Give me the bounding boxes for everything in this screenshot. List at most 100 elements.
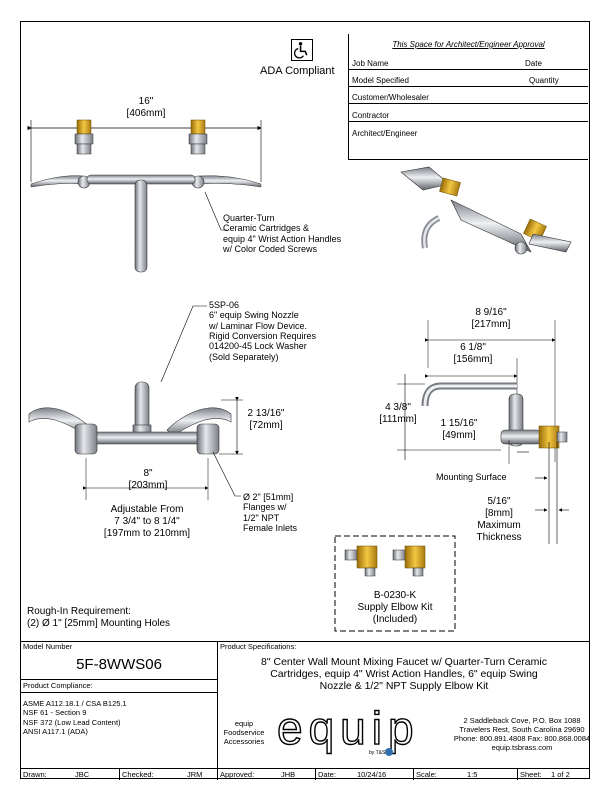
spec-line: 8" Center Wall Mount Mixing Faucet w/ Qu… — [261, 656, 547, 668]
address-line: Phone: 800.891.4808 Fax: 800.868.0084 — [453, 734, 591, 744]
sheet-value: 1 of 2 — [551, 770, 570, 779]
callout-line: 5SP-06 — [209, 300, 240, 310]
ada-label: ADA Compliant — [260, 65, 335, 77]
brand-tagline: equip Foodservice Accessories — [221, 719, 267, 746]
website-link[interactable]: equip.tsbrass.com — [491, 743, 553, 753]
equip-logo: equip by T&S — [271, 692, 451, 758]
top-width-in: 16" — [138, 96, 154, 107]
specs-label: Product Specifications: — [220, 642, 297, 651]
contractor-field[interactable]: Contractor — [352, 111, 390, 120]
architect-field[interactable]: Architect/Engineer — [352, 129, 418, 138]
mounting-surface-label: Mounting Surface — [436, 472, 507, 482]
front-height-dimension: 2 13/16" [72mm] — [239, 408, 293, 432]
thickness-label: Maximum — [477, 520, 521, 531]
callout-line: equip 4" Wrist Action Handles — [223, 233, 342, 244]
side-height-mm: [111mm] — [379, 414, 417, 425]
offset-mm: [49mm] — [442, 430, 476, 441]
center-in: 8" — [143, 468, 153, 479]
drawn-value: JBC — [75, 770, 90, 779]
address-line: Travelers Rest, South Carolina 29690 — [459, 725, 585, 735]
compliance-label: Product Compliance: — [23, 681, 93, 690]
center-mm: [203mm] — [128, 480, 168, 491]
thickness-label: Thickness — [476, 532, 522, 543]
model-number: 5F-8WWS06 — [76, 656, 162, 673]
callout-line: Female Inlets — [243, 523, 298, 534]
tagline-line: Foodservice — [223, 728, 265, 737]
offset-in: 1 15/16" — [440, 418, 478, 429]
model-number-label: Model Number — [23, 642, 73, 651]
center-dimension: 8" [203mm] — [121, 468, 175, 492]
ada-icon — [291, 39, 313, 61]
tagline-line: Accessories — [223, 737, 265, 746]
cartridge-callout: Quarter-Turn Ceramic Cartridges & equip … — [223, 213, 383, 254]
drawing-sheet: This Space for Architect/Engineer Approv… — [20, 21, 591, 780]
top-width-dimension: 16" [406mm] — [121, 96, 171, 120]
spout-mm: [156mm] — [453, 354, 493, 365]
elbow-kit-drawing — [334, 535, 456, 632]
callout-line: Ø 2" [51mm] — [243, 492, 294, 502]
elbow-kit-label: B-0230-K Supply Elbow Kit (Included) — [335, 590, 455, 626]
approval-title: This Space for Architect/Engineer Approv… — [392, 40, 545, 49]
callout-line: Quarter-Turn — [223, 213, 275, 223]
thickness-dimension: 5/16" [8mm] Maximum Thickness — [469, 496, 529, 544]
reach-dimension: 8 9/16" [217mm] — [461, 307, 521, 331]
front-view-faucet — [28, 305, 243, 500]
nozzle-callout: 5SP-06 6" equip Swing Nozzle w/ Laminar … — [209, 300, 359, 362]
elbow-kit-line: B-0230-K — [373, 590, 417, 601]
callout-line: Ceramic Cartridges & — [223, 223, 310, 234]
callout-line: 1/2" NPT — [243, 512, 280, 523]
approved-value: JHB — [281, 770, 296, 779]
tagline-line: equip — [234, 719, 254, 728]
spout-dimension: 6 1/8" [156mm] — [443, 342, 503, 366]
elbow-kit-line: (Included) — [372, 614, 418, 625]
rough-in-requirement: Rough-In Requirement: (2) Ø 1" [25mm] Mo… — [27, 606, 170, 629]
date-value: 10/24/16 — [357, 770, 387, 779]
thickness-in: 5/16" — [487, 496, 511, 507]
elbow-kit-line: Supply Elbow Kit — [357, 602, 433, 613]
job-name-field[interactable]: Job Name — [352, 59, 389, 68]
checked-value: JRM — [187, 770, 203, 779]
spec-line: Nozzle & 1/2" NPT Supply Elbow Kit — [319, 680, 489, 693]
company-address: 2 Saddleback Cove, P.O. Box 1088 Travele… — [453, 716, 591, 753]
adjustable-range: Adjustable From 7 3/4" to 8 1/4" [197mm … — [91, 504, 203, 540]
drawn-label: Drawn: — [23, 770, 47, 779]
isometric-faucet — [400, 166, 572, 255]
adjustable-line: Adjustable From — [110, 504, 184, 515]
rough-in-line: Rough-In Requirement: — [27, 606, 131, 617]
adjustable-line: 7 3/4" to 8 1/4" — [114, 516, 180, 527]
svg-text:equip: equip — [277, 702, 420, 754]
reach-in: 8 9/16" — [475, 307, 507, 318]
rough-in-line: (2) Ø 1" [25mm] Mounting Holes — [27, 617, 171, 629]
compliance-item: NSF 61 - Section 9 — [23, 708, 87, 718]
thickness-mm: [8mm] — [485, 508, 513, 519]
front-height-in: 2 13/16" — [247, 408, 285, 419]
technical-drawings — [27, 119, 572, 632]
compliance-list: ASME A112.18.1 / CSA B125.1 NSF 61 - Sec… — [23, 699, 127, 737]
approved-label: Approved: — [220, 770, 255, 779]
scale-label: Scale: — [416, 770, 437, 779]
sheet-label: Sheet: — [520, 770, 542, 779]
front-height-mm: [72mm] — [249, 420, 283, 431]
flange-callout: Ø 2" [51mm] Flanges w/ 1/2" NPT Female I… — [243, 492, 353, 533]
callout-line: 6" equip Swing Nozzle — [209, 310, 299, 321]
top-view-faucet — [27, 119, 262, 273]
compliance-item: NSF 372 (Low Lead Content) — [23, 717, 121, 727]
callout-line: Rigid Conversion Requires — [209, 331, 317, 342]
date-field[interactable]: Date — [525, 59, 542, 68]
date-label: Date: — [318, 770, 336, 779]
footer-row: Drawn: JBC Checked: JRM Approved: JHB Da… — [21, 768, 589, 780]
top-width-mm: [406mm] — [126, 108, 166, 119]
spout-in: 6 1/8" — [460, 342, 486, 353]
logo-byline: by T&S — [369, 750, 386, 756]
offset-dimension: 1 15/16" [49mm] — [431, 418, 487, 442]
callout-line: w/ Color Coded Screws — [223, 244, 318, 255]
customer-field[interactable]: Customer/Wholesaler — [352, 93, 429, 102]
reach-mm: [217mm] — [471, 319, 511, 330]
side-view-faucet — [397, 320, 569, 544]
spec-line: Cartridges, equip 4" Wrist Action Handle… — [270, 668, 538, 681]
model-specified-field[interactable]: Model Specified — [352, 76, 409, 85]
quantity-field[interactable]: Quantity — [529, 76, 559, 85]
compliance-item: ANSI A117.1 (ADA) — [23, 727, 88, 737]
compliance-item: ASME A112.18.1 / CSA B125.1 — [23, 699, 127, 708]
callout-line: w/ Laminar Flow Device. — [209, 320, 308, 331]
